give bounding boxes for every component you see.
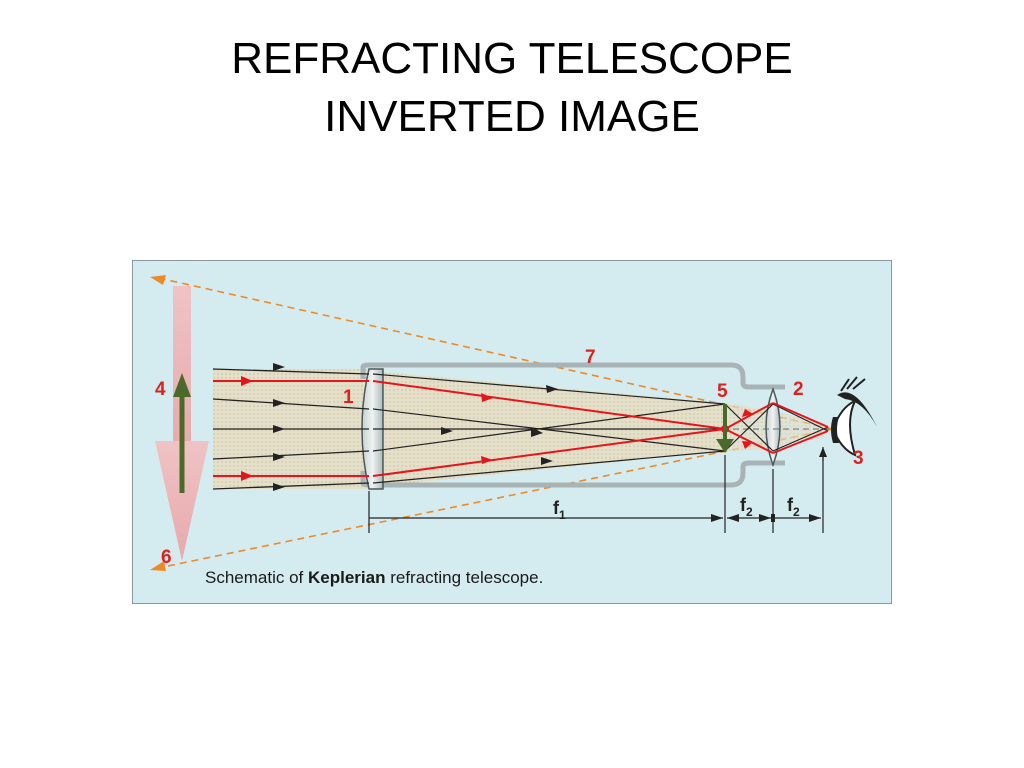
telescope-tube: [360, 362, 785, 488]
label-virtual-image: 6: [161, 547, 172, 568]
virtual-image-arrow: [155, 286, 209, 561]
diagram-caption: Schematic of Keplerian refracting telesc…: [205, 568, 543, 587]
red-ray-arrows: [241, 376, 753, 481]
red-rays: [213, 380, 829, 477]
label-objective-lens: 1: [343, 387, 354, 408]
converging-ray-arrows: [441, 385, 558, 465]
f1-label: f1: [553, 498, 566, 522]
telescope-diagram: f1 f2 f2 1 2 3 4 5 6 7 Schematic of Kepl…: [132, 260, 892, 604]
label-eyepiece-lens: 2: [793, 379, 804, 400]
diagram-canvas: f1 f2 f2 1 2 3 4 5 6 7 Schematic of Kepl…: [133, 261, 891, 603]
title-line-2: INVERTED IMAGE: [324, 92, 700, 141]
real-image-arrow: [716, 404, 734, 453]
converging-rays: [372, 373, 829, 484]
object-arrow: [173, 373, 191, 493]
f2-label-second: f2: [787, 495, 800, 519]
label-eye: 3: [853, 448, 864, 469]
incoming-ray-arrows: [273, 363, 285, 491]
label-object: 4: [155, 379, 166, 400]
dimension-arrows: [711, 514, 821, 522]
slide-title: REFRACTING TELESCOPE INVERTED IMAGE: [0, 30, 1024, 146]
eye-axis-marker: [819, 447, 827, 461]
f2-label-first: f2: [740, 495, 753, 519]
label-real-image: 5: [717, 381, 728, 402]
objective-lens: [361, 368, 384, 490]
eye-icon: [831, 376, 877, 457]
title-line-1: REFRACTING TELESCOPE: [231, 34, 793, 83]
incoming-rays: [212, 368, 370, 490]
label-tube: 7: [585, 347, 596, 368]
